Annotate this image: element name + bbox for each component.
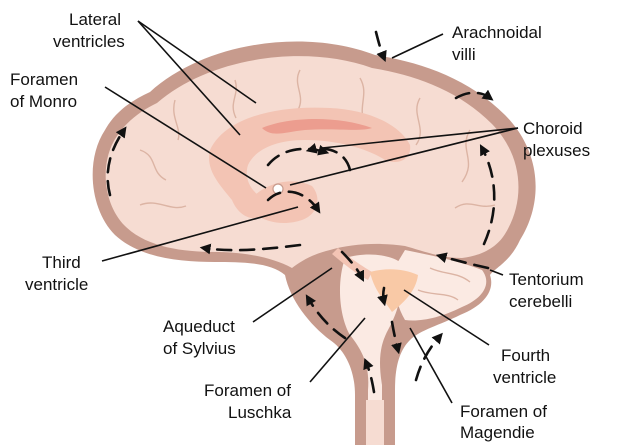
label-third-ventricle: Third ventricle xyxy=(25,253,88,294)
label-fourth-ventricle: Fourth ventricle xyxy=(493,346,556,387)
label-tentorium-cerebelli: Tentorium cerebelli xyxy=(509,270,588,311)
label-foramen-of-monro: Foramen of Monro xyxy=(10,70,83,111)
label-foramen-of-luschka: Foramen of Luschka xyxy=(204,381,296,422)
label-foramen-of-magendie: Foramen of Magendie xyxy=(460,402,552,442)
spinal-canal xyxy=(366,400,384,445)
label-lateral-ventricles: Lateral ventricles xyxy=(53,10,126,51)
label-aqueduct-of-sylvius: Aqueduct of Sylvius xyxy=(163,317,240,358)
label-choroid-plexuses: Choroid plexuses xyxy=(523,119,590,160)
label-arachnoidal-villi: Arachnoidal villi xyxy=(452,23,547,64)
